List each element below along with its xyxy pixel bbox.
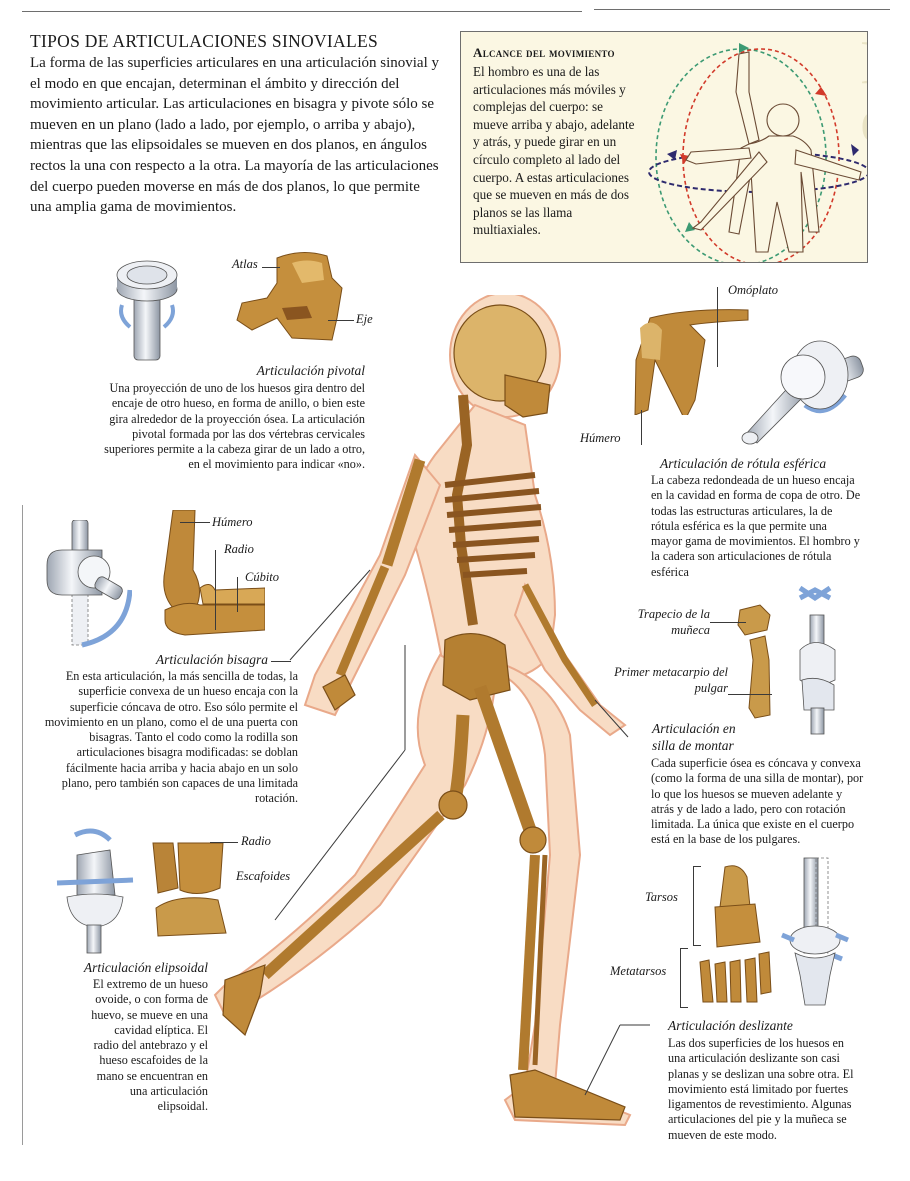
caption-ellipsoidal-text: El extremo de un hueso ovoide, o con for… [91,977,208,1114]
bracket-tick [680,948,688,949]
saddle-joint-model [798,585,836,735]
label-trapecio: Trapecio de la muñeca [637,607,710,637]
caption-hinge-title: Articulación bisagra [155,652,268,667]
label-tarsos: Tarsos [645,890,678,904]
background-watermark-letters: Hd [860,32,867,152]
caption-saddle-text: Cada superficie ósea es cóncava y convex… [651,756,864,847]
page-title: TIPOS DE ARTICULACIONES SINOVIALES [30,31,378,51]
leader-line [180,522,210,523]
caption-ball-socket-text: La cabeza redondeada de un hueso encaja … [651,473,861,579]
leader-line [328,320,354,321]
bracket-metatarsos [680,948,681,1007]
caption-gliding-title: Articulación deslizante [668,1018,793,1033]
hinge-joint-model [46,520,132,648]
thumb-bones-illustration [737,604,771,719]
intro-paragraph: La forma de las superficies articulares … [30,55,439,216]
wrist-bones-illustration [152,842,227,937]
ellipsoidal-joint-model [56,828,134,954]
leader-lines-figure [274,569,650,1096]
bracket-tick [693,945,701,946]
leader-line [210,842,238,843]
caption-ellipsoidal-title: Articulación elipsoidal [83,960,208,975]
leader-line [717,287,718,367]
caption-hinge-text: En esta articulación, la más sencilla de… [44,669,298,806]
label-humero-shoulder: Húmero [580,431,621,445]
gliding-joint-model [781,857,849,1006]
foot-bones-illustration [699,865,772,1003]
leader-line [215,550,216,630]
label-primer-metacarpio: Primer metacarpio del pulgar [614,665,728,695]
box-text: El hombro es una de las articulaciones m… [473,64,635,238]
leader-line-hinge [271,661,291,662]
label-cubito: Cúbito [245,570,280,584]
atlas-axis-vertebrae-illustration [236,252,343,341]
walking-skeleton-figure [213,295,632,1127]
bracket-tick [680,1007,688,1008]
box-title: Alcance del movimiento [473,45,615,60]
leader-line [728,694,772,695]
label-atlas: Atlas [232,257,258,271]
caption-ball-socket-title: Articulación de rótula esférica [660,456,827,471]
pivot-joint-model [116,260,178,361]
label-radio-elbow: Radio [224,542,254,556]
label-humero-elbow: Húmero [212,515,253,529]
label-radio-wrist: Radio [241,834,271,848]
bracket-tarsos [693,866,694,945]
left-margin-rule [22,505,23,1145]
leader-line [641,410,642,445]
caption-pivot-text: Una proyección de uno de los huesos gira… [104,381,365,472]
label-escafoides: Escafoides [236,869,291,883]
caption-saddle-title: Articulación en silla de montar [652,721,736,753]
range-of-motion-box: Hd Alcance del movimiento El hombro es u… [460,31,868,263]
label-eje: Eje [356,312,373,326]
bracket-tick [693,866,701,867]
top-rule [22,11,582,12]
caption-pivot-title: Articulación pivotal [256,363,365,378]
ball-socket-joint-model [741,340,864,445]
label-omoplato: Omóplato [728,283,778,297]
top-rule-right [594,9,890,10]
leader-line [237,577,238,612]
label-metatarsos: Metatarsos [610,964,667,978]
caption-gliding-text: Las dos superficies de los huesos en una… [668,1036,854,1142]
shoulder-motion-figure [648,43,867,262]
leader-line [262,267,280,268]
shoulder-bones-illustration [634,309,749,415]
leader-line [710,622,746,623]
elbow-bones-illustration [163,510,265,636]
